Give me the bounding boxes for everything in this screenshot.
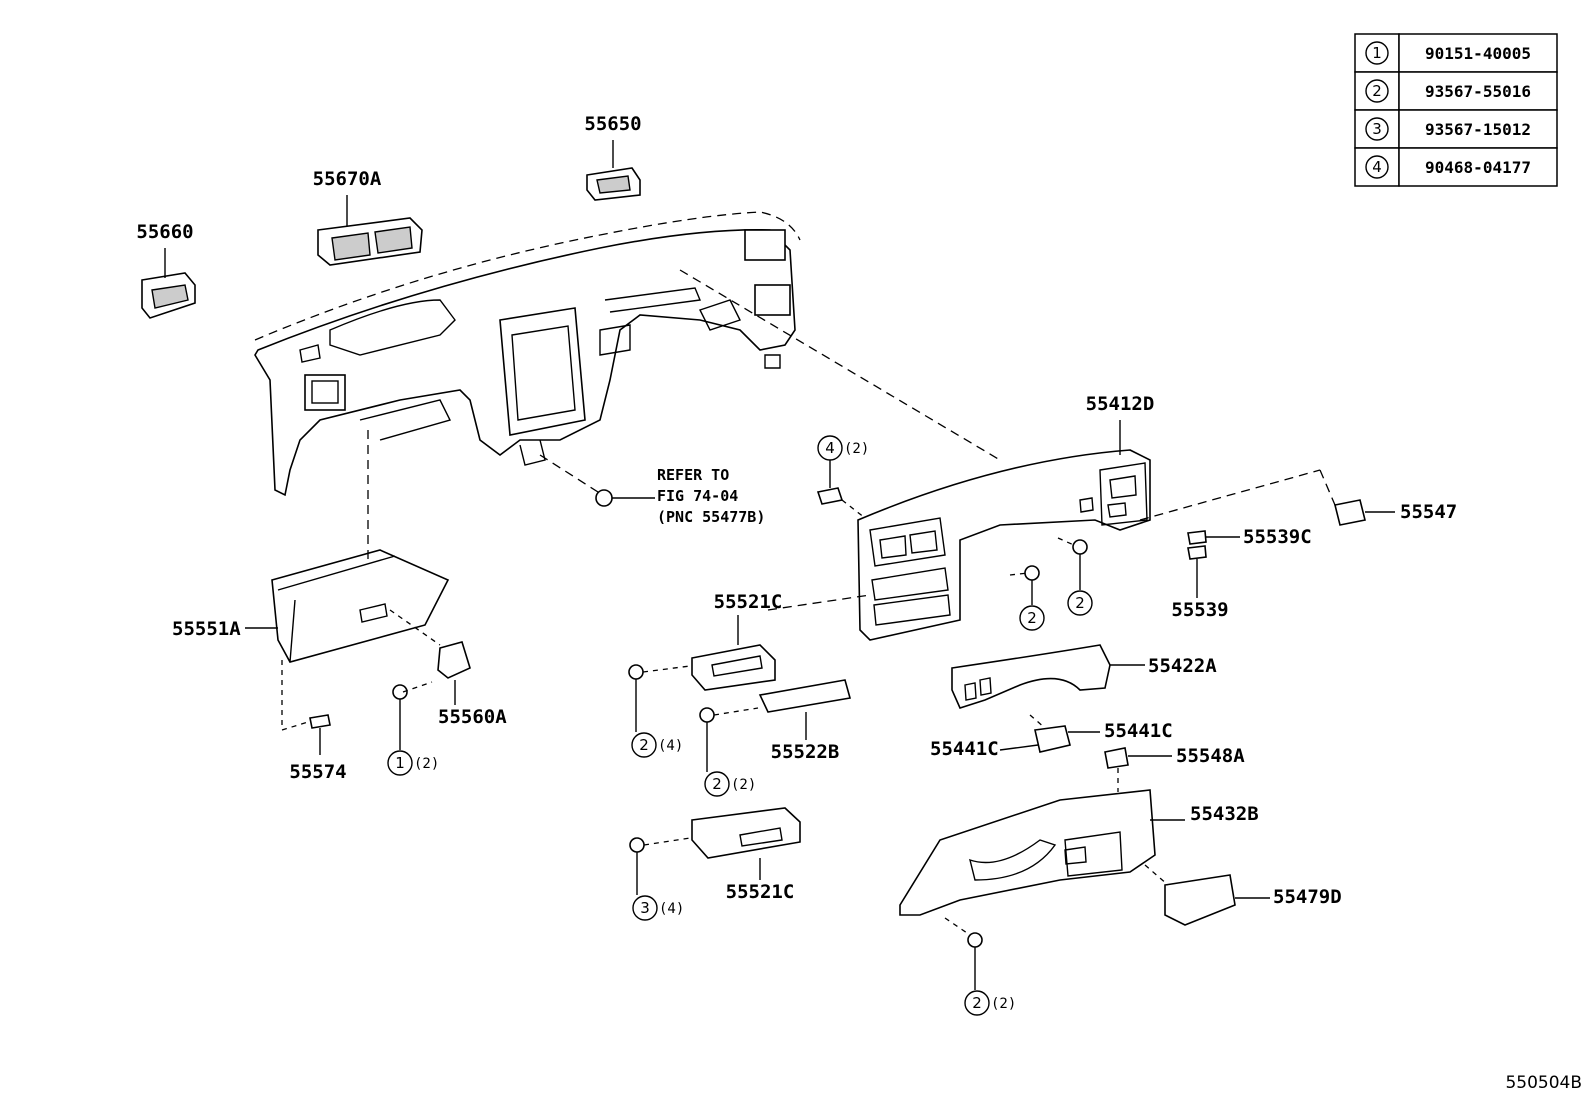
- clip-4-top[interactable]: [816, 460, 844, 505]
- glove-box-55551A[interactable]: [245, 549, 450, 663]
- cluster-finish-panel-55412D[interactable]: [857, 420, 1151, 641]
- callout-num: 2: [1075, 594, 1085, 612]
- label-55432B[interactable]: 55432B: [1190, 803, 1259, 825]
- callout-qty: (4): [659, 901, 684, 917]
- pocket-55522B[interactable]: [758, 679, 852, 740]
- legend-num-4: 4: [1372, 158, 1382, 176]
- cap-55547[interactable]: [1334, 499, 1395, 526]
- pocket-55479D[interactable]: [1164, 874, 1270, 926]
- label-55539[interactable]: 55539: [1171, 599, 1228, 621]
- label-55539C[interactable]: 55539C: [1243, 526, 1312, 548]
- label-55412D[interactable]: 55412D: [1086, 393, 1155, 415]
- callout-num: 3: [640, 899, 650, 917]
- label-55547[interactable]: 55547: [1400, 501, 1457, 523]
- callout-2-lower[interactable]: 2 (2): [964, 990, 1016, 1016]
- reference-line-2[interactable]: FIG 74-04: [657, 487, 738, 505]
- label-55551A[interactable]: 55551A: [172, 618, 241, 640]
- callout-4-top[interactable]: 4 (2): [817, 435, 869, 461]
- callout-num: 1: [395, 754, 405, 772]
- label-55521C-bottom[interactable]: 55521C: [726, 881, 795, 903]
- fastener-legend-table: 1 90151-40005 2 93567-55016 3 93567-1501…: [1354, 33, 1558, 187]
- vent-55670A[interactable]: [317, 195, 423, 266]
- reference-line-1: REFER TO: [657, 466, 729, 484]
- label-55521C-top[interactable]: 55521C: [714, 591, 783, 613]
- callout-1-glove[interactable]: 1 (2): [387, 750, 439, 776]
- callout-2-screw-a[interactable]: 2: [1019, 605, 1045, 631]
- label-55574[interactable]: 55574: [289, 761, 346, 783]
- legend-part-1[interactable]: 90151-40005: [1425, 44, 1531, 63]
- legend-row-3: 3 93567-15012: [1365, 117, 1531, 141]
- callout-2-box-b[interactable]: 2 (2): [704, 771, 756, 797]
- legend-row-1: 1 90151-40005: [1365, 41, 1531, 65]
- callout-qty: (2): [414, 756, 439, 772]
- legend-num-1: 1: [1372, 44, 1382, 62]
- label-55479D[interactable]: 55479D: [1273, 886, 1342, 908]
- label-55441C-left[interactable]: 55441C: [930, 738, 999, 760]
- legend-row-4: 4 90468-04177: [1365, 155, 1531, 179]
- cover-55548A[interactable]: [1104, 747, 1129, 769]
- callout-qty: (4): [658, 738, 683, 754]
- legend-num-3: 3: [1372, 120, 1382, 138]
- lock-55560A[interactable]: [437, 641, 471, 705]
- legend-num-2: 2: [1372, 82, 1382, 100]
- callout-num: 2: [639, 736, 649, 754]
- callout-num: 2: [972, 994, 982, 1012]
- label-55560A[interactable]: 55560A: [438, 706, 507, 728]
- lower-panel-55422A[interactable]: [951, 644, 1145, 709]
- reference-note: REFER TO FIG 74-04 (PNC 55477B): [657, 466, 765, 526]
- label-55650[interactable]: 55650: [584, 113, 641, 135]
- clip-55539C[interactable]: [1187, 530, 1240, 598]
- callout-qty: (2): [844, 441, 869, 457]
- assembly-lines: [281, 269, 1336, 936]
- callout-num: 4: [825, 439, 835, 457]
- callout-num: 2: [712, 775, 722, 793]
- vent-55650[interactable]: [586, 140, 641, 201]
- instrument-panel-illustration: [254, 211, 801, 497]
- legend-part-3[interactable]: 93567-15012: [1425, 120, 1531, 139]
- callout-2-screw-b[interactable]: 2: [1067, 590, 1093, 616]
- screw-icons: [309, 489, 1088, 990]
- label-55670A[interactable]: 55670A: [313, 168, 382, 190]
- legend-part-4[interactable]: 90468-04177: [1425, 158, 1531, 177]
- callout-2-box-a[interactable]: 2 (4): [631, 732, 683, 758]
- vent-55660[interactable]: [141, 248, 196, 319]
- part-labels: 55650 55670A 55660 55412D 55547 55539C 5…: [136, 113, 1457, 908]
- label-55660[interactable]: 55660: [136, 221, 193, 243]
- label-55422A[interactable]: 55422A: [1148, 655, 1217, 677]
- legend-part-2[interactable]: 93567-55016: [1425, 82, 1531, 101]
- callout-qty: (2): [731, 777, 756, 793]
- label-55522B[interactable]: 55522B: [771, 741, 840, 763]
- label-55441C-right[interactable]: 55441C: [1104, 720, 1173, 742]
- pocket-55521C-top[interactable]: [691, 615, 776, 691]
- legend-row-2: 2 93567-55016: [1365, 79, 1531, 103]
- reference-line-3[interactable]: (PNC 55477B): [657, 508, 765, 526]
- label-55548A[interactable]: 55548A: [1176, 745, 1245, 767]
- clip-55441C[interactable]: [1034, 725, 1071, 753]
- pocket-55521C-bottom[interactable]: [691, 807, 801, 880]
- lower-panel-55432B[interactable]: [899, 789, 1185, 916]
- callout-qty: (2): [991, 996, 1016, 1012]
- callout-3-box[interactable]: 3 (4): [632, 895, 684, 921]
- callout-num: 2: [1027, 609, 1037, 627]
- illustration-code: 550504B: [1505, 1073, 1582, 1093]
